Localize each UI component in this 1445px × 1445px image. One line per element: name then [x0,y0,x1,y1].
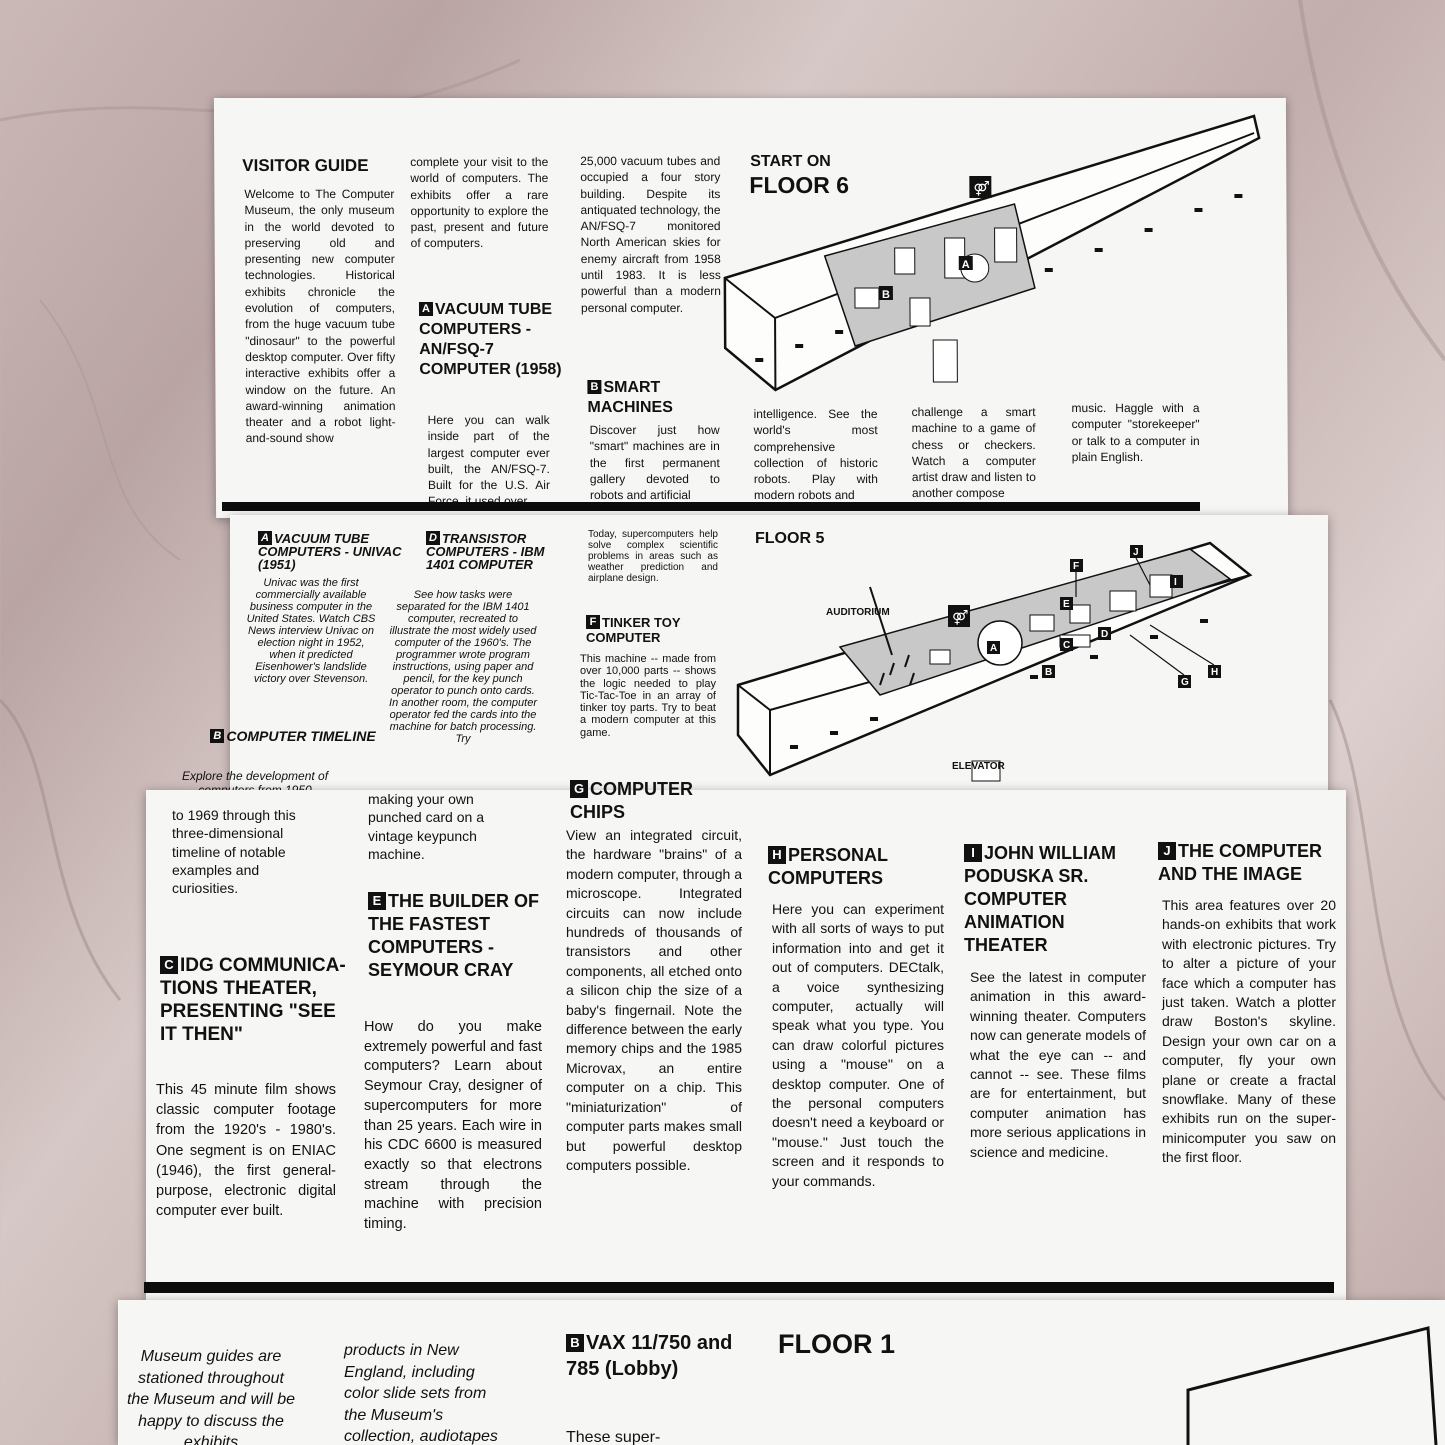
floor1-map [1186,1326,1438,1445]
animation-theater-body: See the latest in computer animation in … [970,969,1146,1160]
ibm1401-body-cont: making your own punched card on a vintag… [368,791,484,862]
marker-a: A [418,302,434,316]
exhibit-b-body-3: challenge a smart machine to a game of c… [911,405,1036,501]
elevator-label: ELEVATOR [952,761,1005,772]
marker-d: D [426,531,440,545]
marker-i: I [964,844,982,862]
svg-text:J: J [1133,547,1139,558]
univac-body: Univac was the first commercially availa… [246,577,376,685]
fold-line-2 [144,1282,1334,1293]
floor6-map: ⚤ A B [723,114,1261,392]
marker-b: B [210,729,225,743]
svg-text:E: E [1063,599,1070,610]
panel-floor5-bottom: to 1969 through this three-dimensional t… [146,779,1346,1300]
fold-line-1 [222,502,1200,511]
svg-text:F: F [1073,561,1079,572]
products-text: products in New England, including color… [344,1342,498,1445]
guides-text: Museum guides are stationed throughout t… [126,1348,296,1445]
floor5-map: ⚤ A B C D E F G H I J [736,541,1253,782]
chips-body: View an integrated circuit, the hardware… [566,827,742,1173]
visitor-guide-title: VISITOR GUIDE [242,156,369,175]
svg-text:B: B [1045,667,1052,678]
panel-floor1: Museum guides are stationed throughout t… [118,1300,1445,1445]
exhibit-a-body-cont: 25,000 vacuum tubes and occupied a four … [580,154,721,315]
marker-b: B [587,380,602,394]
exhibit-a-body: Here you can walk inside part of the lar… [427,413,550,508]
cray-body: How do you make extremely powerful and f… [364,1019,542,1233]
svg-text:C: C [1063,640,1070,651]
marker-b: B [566,1334,584,1352]
welcome-text: Welcome to The Computer Museum, the only… [244,187,396,446]
intro-continue-text: complete your visit to the world of comp… [410,155,549,251]
timeline-body-cont: to 1969 through this three-dimensional t… [172,807,296,897]
panel-floor6: VISITOR GUIDE Welcome to The Computer Mu… [213,98,1289,518]
marker-f: F [586,615,600,629]
marker-a: A [258,531,272,545]
map-marker-b: B [882,289,890,301]
vax-body: These super- [566,1429,661,1445]
exhibit-b-body: Discover just how "smart" machines are i… [589,423,720,503]
ibm1401-body: See how tasks were separated for the IBM… [389,589,537,745]
floor5-label: FLOOR 5 [755,530,825,547]
idg-body: This 45 minute film shows classic comput… [156,1082,336,1220]
exhibit-b-body-2: intelligence. See the world's most compr… [753,407,878,503]
map-marker-a: A [962,259,970,271]
svg-text:⚤: ⚤ [973,181,990,197]
personal-computers-body: Here you can experiment with all sorts o… [772,901,944,1189]
marker-e: E [368,892,386,910]
floor1-label: FLOOR 1 [778,1329,896,1359]
tinkertoy-body: This machine -- made from over 10,000 pa… [580,653,716,739]
svg-text:A: A [990,643,997,654]
svg-text:D: D [1101,629,1108,640]
marker-j: J [1158,842,1176,860]
svg-text:G: G [1181,677,1189,688]
supercomputer-text: Today, supercomputers help solve complex… [588,529,718,584]
svg-text:H: H [1211,667,1218,678]
marker-g: G [570,780,588,798]
marker-c: C [160,956,178,974]
exhibit-b-body-4: music. Haggle with a computer "storekeep… [1071,401,1200,464]
svg-text:⚤: ⚤ [952,610,968,626]
computer-image-body: This area features over 20 hands-on exhi… [1162,897,1336,1166]
auditorium-label: AUDITORIUM [826,607,890,618]
marker-h: H [768,846,786,864]
svg-text:I: I [1174,577,1177,588]
